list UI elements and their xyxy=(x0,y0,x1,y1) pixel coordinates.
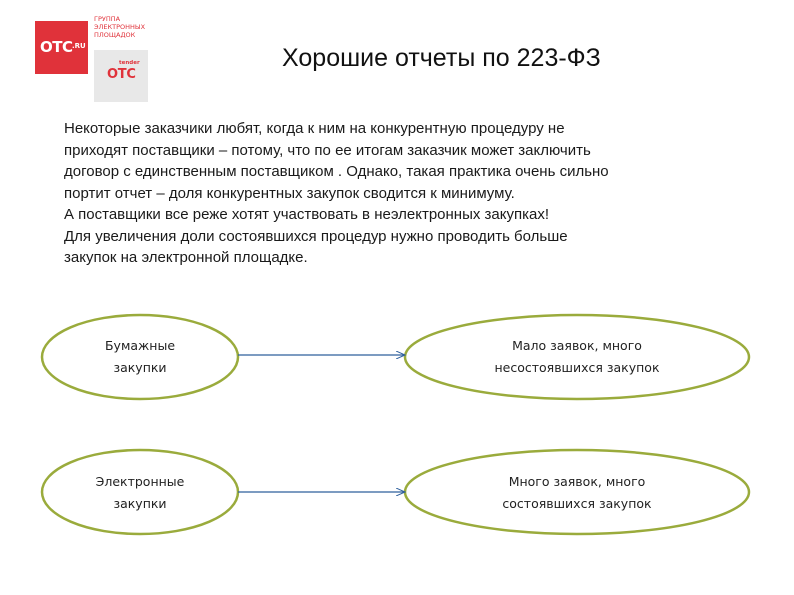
body-line: договор с единственным поставщиком . Одн… xyxy=(64,163,609,180)
body-line: Для увеличения доли состоявшихся процеду… xyxy=(64,227,568,245)
logo-primary-suffix: .RU xyxy=(72,42,86,50)
node-line: Бумажные xyxy=(104,338,176,353)
body-line: портит отчет – доля конкурентных закупок… xyxy=(64,184,515,202)
node-line: состоявшихся закупок xyxy=(502,496,652,511)
node-line: закупки xyxy=(113,496,167,511)
tender-otc-logo: tender OTC xyxy=(94,50,148,102)
electronic-procurement-label: Электронные закупки xyxy=(42,471,238,515)
logo-group-line: ЭЛЕКТРОННЫХ xyxy=(94,23,146,31)
few-bids-label: Мало заявок, много несостоявшихся закупо… xyxy=(405,335,749,379)
slide-title: Хорошие отчеты по 223-ФЗ xyxy=(282,44,601,72)
node-line: Мало заявок, много xyxy=(512,338,642,353)
logo-group-line: ПЛОЩАДОК xyxy=(94,31,136,39)
otc-ru-logo: OTC .RU xyxy=(35,21,88,74)
logo-secondary-word: OTC xyxy=(107,67,136,82)
body-line: приходят поставщики – потому, что по ее … xyxy=(64,141,591,159)
logo-group-line: ГРУППА xyxy=(94,15,121,23)
node-line: несостоявшихся закупок xyxy=(494,360,660,375)
node-line: Электронные xyxy=(95,474,185,489)
body-line: закупок на электронной площадке. xyxy=(64,249,308,266)
paper-procurement-label: Бумажные закупки xyxy=(42,335,238,379)
body-line: А поставщики все реже хотят участвовать … xyxy=(64,206,550,223)
logo-secondary-small: tender xyxy=(119,60,140,66)
slide-body-text: Некоторые заказчики любят, когда к ним н… xyxy=(64,118,744,269)
logo-group-caption: ГРУППА ЭЛЕКТРОННЫХ ПЛОЩАДОК xyxy=(94,15,184,39)
node-line: Много заявок, много xyxy=(508,474,646,489)
node-line: закупки xyxy=(113,360,167,375)
paper-procurement-ellipse xyxy=(40,313,240,401)
body-line: Некоторые заказчики любят, когда к ним н… xyxy=(64,120,565,137)
many-bids-label: Много заявок, много состоявшихся закупок xyxy=(405,471,749,515)
logo-primary-word: OTC xyxy=(40,38,73,56)
